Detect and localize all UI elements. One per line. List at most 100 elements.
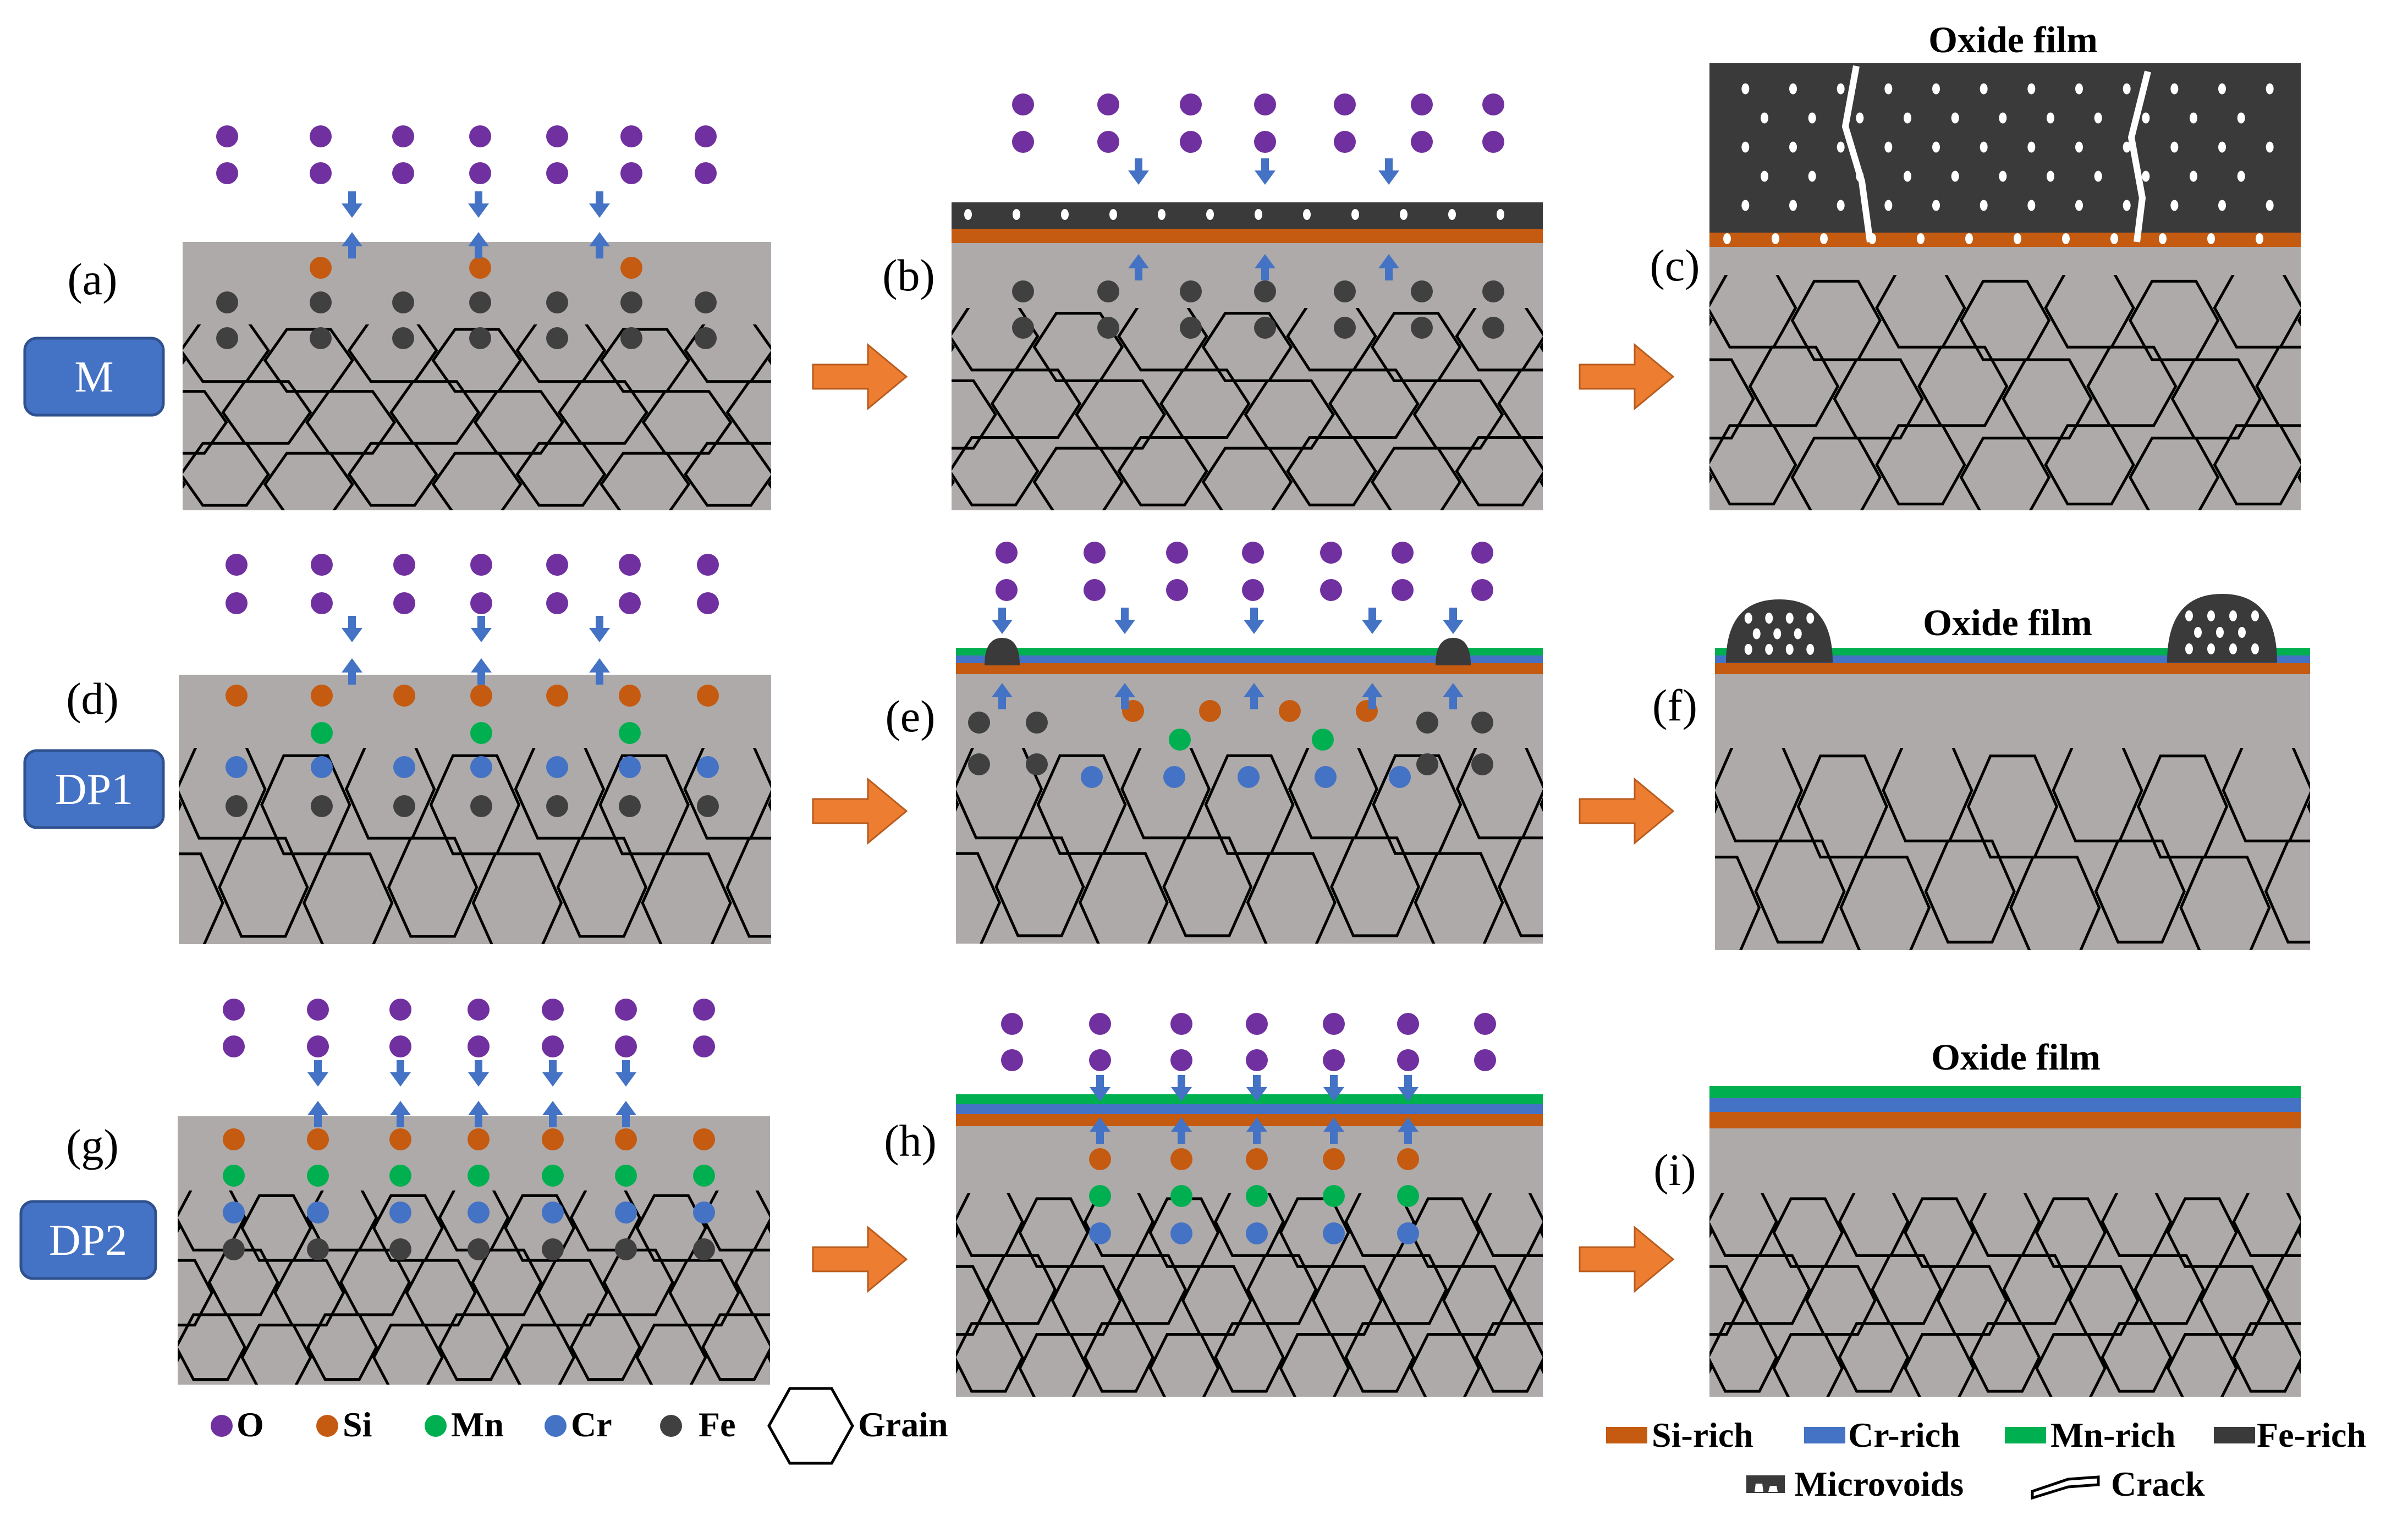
fe-atom xyxy=(1012,280,1034,302)
pore xyxy=(1785,643,1794,655)
pore xyxy=(1951,112,1959,124)
grain-hexagon xyxy=(1409,1197,1481,1268)
arrow-head xyxy=(468,1101,489,1115)
cr-atom xyxy=(542,1202,564,1224)
grain-hexagon xyxy=(952,379,997,450)
oxygen-atom xyxy=(310,125,332,147)
grain-hexagon xyxy=(1372,754,1463,855)
arrow-head xyxy=(1398,1117,1419,1132)
cr-atom xyxy=(470,756,492,778)
oxygen-atom xyxy=(1471,542,1493,564)
fe-atom xyxy=(695,327,717,349)
grain-hexagon xyxy=(1790,279,1882,361)
si-oxide-layer xyxy=(1715,663,2310,674)
diffusion-arrow-outward xyxy=(589,658,610,685)
row-label-box xyxy=(19,1200,157,1280)
mn-atom xyxy=(1323,1185,1345,1207)
oxygen-atom xyxy=(996,579,1018,601)
arrow-head xyxy=(468,203,489,218)
oxygen-atom xyxy=(470,592,492,614)
oxygen-atom xyxy=(1097,93,1119,115)
legend-fe-label: Fe xyxy=(699,1405,736,1444)
arrow-shaft xyxy=(1121,696,1129,709)
arrow-head xyxy=(1398,1087,1419,1101)
mn-atom xyxy=(1397,1185,1419,1207)
pores xyxy=(2185,610,2259,654)
cr-atom xyxy=(615,1202,637,1224)
oxygen-atom xyxy=(693,999,715,1021)
cr-atom xyxy=(389,1202,411,1224)
pore xyxy=(1951,170,1959,182)
arrow-shaft xyxy=(549,1060,557,1073)
fe-atom xyxy=(216,327,238,349)
grain-hexagon xyxy=(2044,275,2135,349)
grain-hexagon xyxy=(504,1324,576,1385)
process-arrow-icon xyxy=(812,343,908,411)
grain-hexagon xyxy=(179,852,224,944)
oxygen-atom xyxy=(1471,579,1493,601)
oxygen-atom xyxy=(546,125,568,147)
pore xyxy=(2194,627,2202,638)
fe-atom xyxy=(307,1238,329,1260)
grain-hexagon xyxy=(1288,748,1378,840)
arrow-shaft xyxy=(1368,608,1376,621)
diffusion-arrow-inward xyxy=(542,1060,563,1087)
grain-hexagon xyxy=(1201,312,1293,382)
grain-hexagon xyxy=(1709,1362,1713,1374)
oxygen-atom xyxy=(697,554,719,576)
grain-hexagon xyxy=(179,748,267,840)
microvoid xyxy=(1206,209,1214,220)
oxygen-atom xyxy=(542,999,564,1021)
grain-hexagon xyxy=(952,436,1040,506)
fe-atom xyxy=(695,291,717,313)
diffusion-arrow-inward xyxy=(992,608,1013,634)
diffusion-arrow-inward xyxy=(390,1060,411,1087)
grain-hexagon xyxy=(811,392,899,454)
diffusion-arrow-inward xyxy=(468,191,489,218)
diffusion-arrow-inward xyxy=(1171,1075,1192,1101)
fe-atom xyxy=(1334,317,1356,339)
arrow-head xyxy=(1171,1117,1192,1132)
diffusion-arrow-inward xyxy=(471,616,492,642)
row-label-box xyxy=(23,749,165,829)
oxygen-atom xyxy=(307,1035,329,1057)
grain-hexagon xyxy=(767,1352,770,1363)
grain-hexagon xyxy=(1036,754,1127,855)
fe-atom xyxy=(1012,317,1034,339)
mn-atom xyxy=(311,722,333,744)
diffusion-arrow-inward xyxy=(307,1060,328,1087)
fe-atom xyxy=(1411,280,1433,302)
grain-hexagon xyxy=(1286,436,1377,506)
fe-atom xyxy=(1411,317,1433,339)
si-atom xyxy=(1279,700,1301,722)
cr-oxide-layer xyxy=(1709,1098,2301,1112)
pore xyxy=(2218,83,2226,95)
grain-hexagon xyxy=(2351,857,2408,958)
legend-cr-rich-icon xyxy=(1804,1427,1845,1443)
pore xyxy=(1980,83,1988,95)
grain-hexagon xyxy=(1214,1322,1285,1393)
cr-atom xyxy=(311,756,333,778)
grain-hexagon xyxy=(438,1313,510,1381)
grain-hexagon xyxy=(569,1313,641,1381)
legend-o-icon xyxy=(211,1415,233,1437)
grain-boundaries xyxy=(1709,1193,2301,1397)
grain-hexagon xyxy=(1838,1193,1910,1257)
fe-atom xyxy=(310,327,332,349)
grain-hexagon xyxy=(994,836,1085,938)
grain-hexagon xyxy=(1148,1197,1220,1268)
arrow-head xyxy=(468,1072,489,1087)
pore xyxy=(2237,112,2245,124)
mn-atom xyxy=(1089,1185,1111,1207)
grain-hexagon xyxy=(1959,279,2051,361)
arrow-shaft xyxy=(1330,1131,1338,1144)
grain-hexagon xyxy=(372,1194,444,1262)
diffusion-arrow-outward xyxy=(992,683,1013,709)
pore xyxy=(2238,627,2246,638)
fe-atom xyxy=(469,327,491,349)
diffusion-arrow-outward xyxy=(471,658,492,685)
arrow-head xyxy=(342,232,362,246)
oxygen-atom xyxy=(1089,1013,1111,1035)
microvoid xyxy=(1820,233,1828,244)
oxygen-atom xyxy=(226,554,248,576)
